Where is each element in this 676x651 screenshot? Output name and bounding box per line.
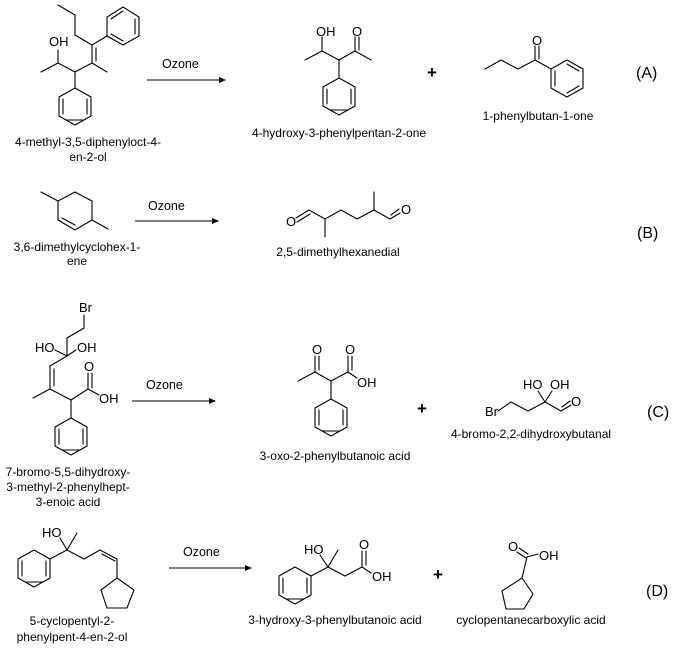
atom-o: O bbox=[312, 342, 322, 357]
phenyl-ring bbox=[278, 566, 312, 605]
atom-oh: OH bbox=[550, 377, 570, 392]
phenyl-ring bbox=[314, 398, 348, 437]
reagent-label: Ozone bbox=[183, 545, 220, 559]
product-d1: HO O OH 3-hydroxy-3-phenylbutanoic acid bbox=[248, 537, 421, 627]
atom-ho: HO bbox=[35, 340, 55, 355]
plus-sign: + bbox=[433, 565, 443, 584]
reaction-label: (A) bbox=[636, 65, 657, 82]
arrow-head bbox=[209, 398, 216, 404]
methyl-bond bbox=[91, 62, 108, 73]
atom-o: O bbox=[84, 359, 94, 374]
atom-oh: OH bbox=[49, 34, 69, 49]
atom-o: O bbox=[286, 214, 296, 229]
phenyl-ring bbox=[322, 77, 356, 116]
atom-oh: OH bbox=[316, 24, 336, 39]
cyclohexene-ring bbox=[57, 191, 93, 231]
reagent-label: Ozone bbox=[146, 378, 183, 392]
atom-oh: OH bbox=[372, 569, 392, 584]
atom-oh: OH bbox=[77, 340, 97, 355]
phenyl-ring bbox=[550, 59, 584, 98]
propyl-chain bbox=[57, 4, 93, 46]
reaction-label: (B) bbox=[637, 225, 658, 242]
phenyl-ring bbox=[58, 87, 92, 126]
product-name: 4-bromo-2,2-dihydroxybutanal bbox=[451, 427, 611, 441]
reagent-label: Ozone bbox=[148, 199, 185, 213]
atom-o: O bbox=[508, 539, 518, 554]
atom-o: O bbox=[571, 394, 581, 409]
reagent-label: Ozone bbox=[162, 57, 199, 71]
product-name: 3-oxo-2-phenylbutanoic acid bbox=[260, 449, 411, 463]
atom-o: O bbox=[532, 33, 542, 48]
atom-oh: OH bbox=[357, 375, 377, 390]
product-name: 3-hydroxy-3-phenylbutanoic acid bbox=[248, 613, 421, 627]
atom-o: O bbox=[345, 342, 355, 357]
atom-ho: HO bbox=[523, 377, 543, 392]
reactant-d: HO 5-cyclopentyl-2- phenylpent-4-en-2-ol bbox=[17, 525, 135, 644]
product-a1: OH O 4-hydroxy-3-phenylpentan-2-one bbox=[252, 24, 426, 140]
reactant-name: 3-enoic acid bbox=[36, 495, 101, 509]
plus-sign: + bbox=[427, 63, 437, 82]
reactant-b: 3,6-dimethylcyclohex-1- ene bbox=[14, 191, 141, 268]
product-name: 4-hydroxy-3-phenylpentan-2-one bbox=[252, 126, 426, 140]
atom-ho: HO bbox=[304, 542, 324, 557]
product-name: cyclopentanecarboxylic acid bbox=[456, 613, 605, 627]
reactant-name: ene bbox=[67, 254, 87, 268]
phenyl-ring bbox=[17, 549, 51, 588]
phenyl-ring bbox=[106, 6, 140, 46]
product-c2: Br HO OH O 4-bromo-2,2-dihydroxybutanal bbox=[451, 377, 611, 441]
reaction-b: 3,6-dimethylcyclohex-1- ene Ozone O O 2,… bbox=[14, 191, 658, 268]
product-name: 2,5-dimethylhexanedial bbox=[276, 245, 399, 259]
atom-br: Br bbox=[79, 300, 93, 315]
atom-o: O bbox=[401, 202, 411, 217]
atom-o: O bbox=[359, 537, 369, 552]
arrow-head bbox=[245, 565, 252, 571]
reactant-name: 7-bromo-5,5-dihydroxy- bbox=[6, 465, 131, 479]
reactant-name: 3,6-dimethylcyclohex-1- bbox=[14, 240, 141, 254]
arrow-head bbox=[219, 77, 226, 83]
reaction-a: OH 4-methyl-3,5-diphenyloct-4- en-2-ol O… bbox=[15, 4, 657, 164]
atom-br: Br bbox=[485, 404, 499, 419]
reaction-d: HO 5-cyclopentyl-2- phenylpent-4-en-2-ol… bbox=[17, 525, 669, 644]
reactant-a: OH 4-methyl-3,5-diphenyloct-4- en-2-ol bbox=[15, 4, 161, 164]
reactant-name: en-2-ol bbox=[69, 150, 106, 164]
product-b: O O 2,5-dimethylhexanedial bbox=[276, 191, 411, 259]
atom-o: O bbox=[352, 24, 362, 39]
reactant-name: 5-cyclopentyl-2- bbox=[30, 614, 115, 628]
atom-ho: HO bbox=[42, 525, 62, 540]
phenyl-ring bbox=[54, 417, 88, 456]
reaction-label: (D) bbox=[646, 583, 668, 600]
reaction-c: Br HO OH O OH 7-bromo-5,5-dihydroxy- 3-m… bbox=[6, 300, 670, 509]
arrow-head bbox=[212, 218, 219, 224]
reactant-name: 4-methyl-3,5-diphenyloct-4- bbox=[15, 135, 161, 149]
cyclopentyl-ring bbox=[100, 577, 135, 609]
atom-oh: OH bbox=[99, 391, 119, 406]
reaction-label: (C) bbox=[647, 404, 669, 421]
product-a2: O 1-phenylbutan-1-one bbox=[483, 33, 594, 123]
reactant-name: phenylpent-4-en-2-ol bbox=[17, 630, 128, 644]
reactant-name: 3-methyl-2-phenylhept- bbox=[6, 480, 129, 494]
cyclopentane-ring bbox=[501, 577, 534, 610]
reactant-c: Br HO OH O OH 7-bromo-5,5-dihydroxy- 3-m… bbox=[6, 300, 131, 509]
product-c1: O O OH 3-oxo-2-phenylbutanoic acid bbox=[260, 342, 411, 463]
product-name: 1-phenylbutan-1-one bbox=[483, 109, 594, 123]
plus-sign: + bbox=[417, 399, 427, 418]
atom-oh: OH bbox=[539, 548, 559, 563]
product-d2: O OH cyclopentanecarboxylic acid bbox=[456, 539, 605, 627]
